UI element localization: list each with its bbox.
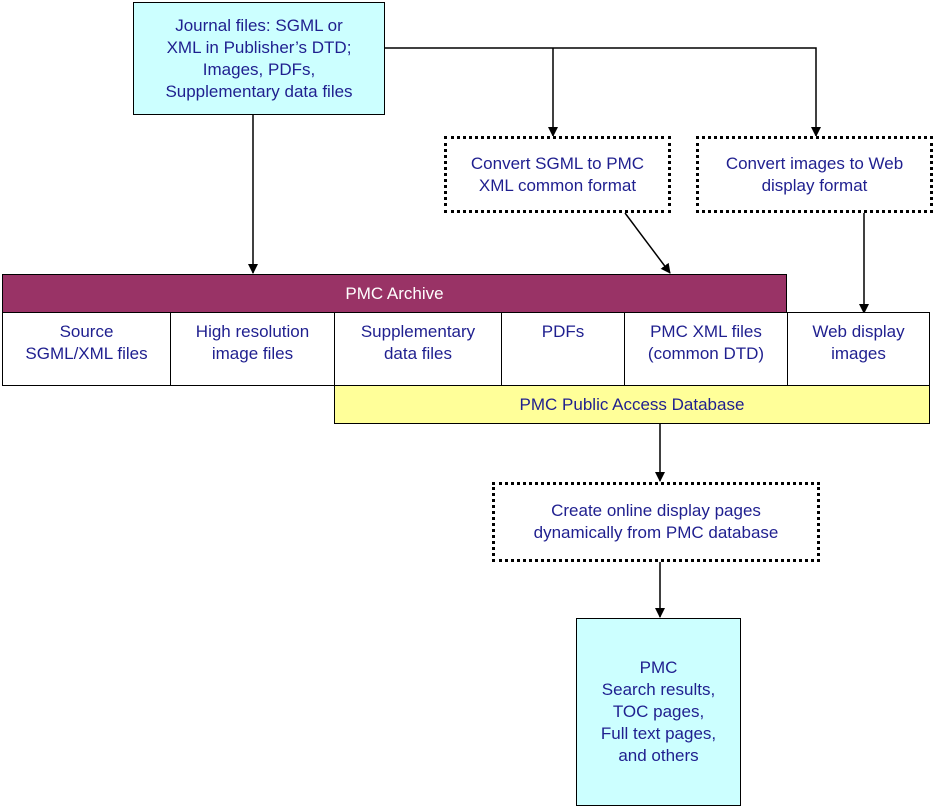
connector-source-branch (385, 47, 821, 137)
archive-cell-source: Source SGML/XML files (2, 312, 171, 386)
archive-cell-pdfs: PDFs (501, 312, 625, 386)
archive-cell-supplementary: Supplementary data files (334, 312, 502, 386)
convert-sgml-box: Convert SGML to PMC XML common format (444, 136, 671, 213)
public-access-db-bar: PMC Public Access Database (334, 385, 930, 424)
convert-images-box: Convert images to Web display format (696, 136, 933, 213)
pmc-archive-bar: PMC Archive (2, 274, 787, 313)
create-pages-box: Create online display pages dynamically … (492, 482, 820, 562)
journal-files-box: Journal files: SGML or XML in Publisher’… (133, 2, 385, 115)
archive-cell-pmc-xml: PMC XML files (common DTD) (624, 312, 788, 386)
pmc-output-box: PMC Search results, TOC pages, Full text… (576, 618, 741, 806)
archive-cell-high-res: High resolution image files (170, 312, 335, 386)
arrow-convert-sgml-to-archive (624, 212, 671, 274)
archive-cell-web-images: Web display images (787, 312, 930, 386)
